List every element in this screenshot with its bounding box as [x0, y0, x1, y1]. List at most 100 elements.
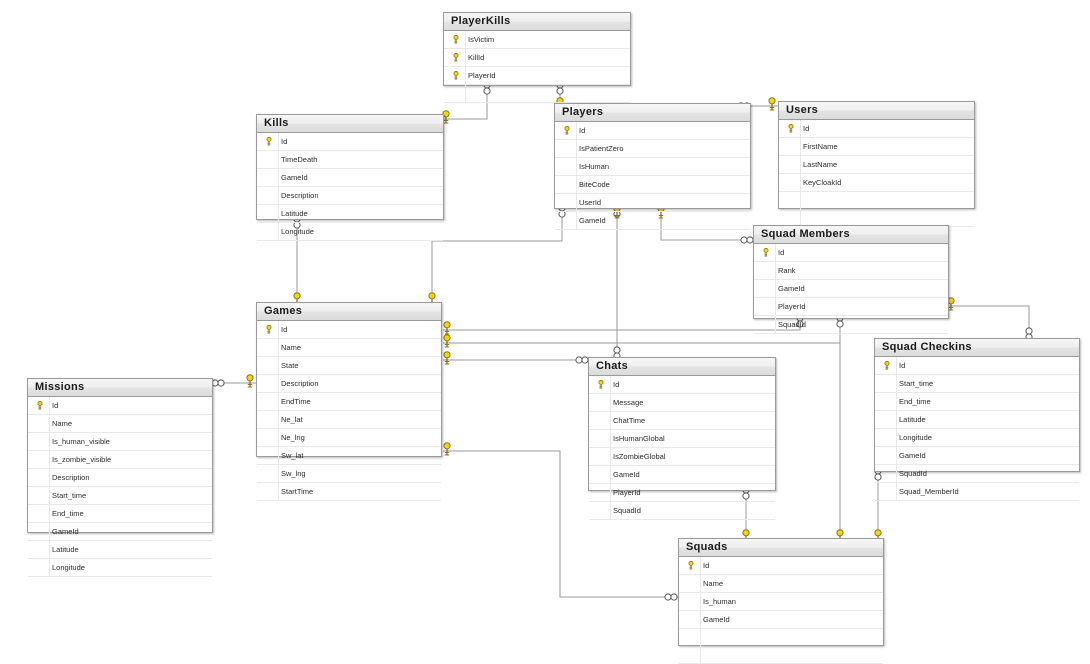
- field-row[interactable]: Name: [679, 575, 883, 593]
- field-row[interactable]: Id: [679, 557, 883, 575]
- field-row[interactable]: Longitude: [875, 429, 1079, 447]
- field-row[interactable]: IsHumanGlobal: [589, 430, 775, 448]
- field-row[interactable]: IsZombieGlobal: [589, 448, 775, 466]
- field-row[interactable]: GameId: [754, 280, 948, 298]
- field-row[interactable]: PlayerId: [754, 298, 948, 316]
- field-row[interactable]: GameId: [257, 169, 443, 187]
- field-row[interactable]: StartTime: [257, 483, 441, 501]
- field-row[interactable]: IsHuman: [555, 158, 750, 176]
- field-row[interactable]: Squad_MemberId: [875, 483, 1079, 501]
- field-row[interactable]: Description: [257, 375, 441, 393]
- field-label: Description: [281, 191, 319, 200]
- field-row[interactable]: Sw_lat: [257, 447, 441, 465]
- field-row[interactable]: State: [257, 357, 441, 375]
- field-row[interactable]: End_time: [28, 505, 212, 523]
- field-row[interactable]: Latitude: [28, 541, 212, 559]
- field-label: IsHuman: [579, 162, 610, 171]
- field-row[interactable]: LastName: [779, 156, 974, 174]
- key-gutter-divider: [278, 321, 279, 501]
- field-row[interactable]: Name: [28, 415, 212, 433]
- field-row-empty: [679, 629, 883, 646]
- field-row[interactable]: Id: [28, 397, 212, 415]
- field-row[interactable]: Latitude: [257, 205, 443, 223]
- field-label: SquadId: [613, 506, 641, 515]
- field-row[interactable]: Is_zombie_visible: [28, 451, 212, 469]
- field-label: BiteCode: [579, 180, 610, 189]
- field-row[interactable]: ChatTime: [589, 412, 775, 430]
- field-row-empty: [779, 192, 974, 209]
- field-row[interactable]: Id: [779, 120, 974, 138]
- field-row[interactable]: Description: [28, 469, 212, 487]
- field-row[interactable]: TimeDeath: [257, 151, 443, 169]
- field-label: Is_human: [703, 597, 736, 606]
- field-row[interactable]: Ne_lat: [257, 411, 441, 429]
- field-label: EndTime: [281, 397, 311, 406]
- field-label: Ne_lat: [281, 415, 303, 424]
- field-row[interactable]: Longitude: [257, 223, 443, 241]
- field-row[interactable]: GameId: [589, 466, 775, 484]
- field-row[interactable]: IsVictim: [444, 31, 630, 49]
- field-label: GameId: [579, 216, 606, 225]
- field-row[interactable]: Name: [257, 339, 441, 357]
- field-row[interactable]: Start_time: [28, 487, 212, 505]
- field-row[interactable]: Id: [257, 133, 443, 151]
- field-row[interactable]: Is_human: [679, 593, 883, 611]
- key-gutter-divider: [610, 376, 611, 520]
- field-row[interactable]: IsPatientZero: [555, 140, 750, 158]
- link-players-games: [431, 209, 563, 302]
- field-row-empty: [679, 646, 883, 664]
- field-row[interactable]: SquadId: [754, 316, 948, 334]
- field-row[interactable]: SquadId: [589, 502, 775, 520]
- field-label: Id: [899, 361, 906, 370]
- field-row[interactable]: Id: [754, 244, 948, 262]
- primary-key-icon: [266, 325, 272, 334]
- field-row[interactable]: PlayerId: [589, 484, 775, 502]
- field-row[interactable]: Longitude: [28, 559, 212, 577]
- field-row[interactable]: UserId: [555, 194, 750, 212]
- field-row[interactable]: End_time: [875, 393, 1079, 411]
- field-row[interactable]: BiteCode: [555, 176, 750, 194]
- field-row[interactable]: GameId: [28, 523, 212, 541]
- field-row[interactable]: Ne_lng: [257, 429, 441, 447]
- field-row[interactable]: Id: [589, 376, 775, 394]
- field-label: Description: [52, 473, 90, 482]
- field-row[interactable]: KillId: [444, 49, 630, 67]
- field-row[interactable]: Description: [257, 187, 443, 205]
- field-row[interactable]: Start_time: [875, 375, 1079, 393]
- field-row[interactable]: Rank: [754, 262, 948, 280]
- field-row[interactable]: GameId: [875, 447, 1079, 465]
- field-row[interactable]: FirstName: [779, 138, 974, 156]
- key-gutter-divider: [465, 31, 466, 103]
- field-row[interactable]: Latitude: [875, 411, 1079, 429]
- field-row[interactable]: GameId: [555, 212, 750, 230]
- field-row[interactable]: Id: [257, 321, 441, 339]
- field-label: Sw_lng: [281, 469, 306, 478]
- entity-title: Players: [555, 104, 750, 122]
- field-row[interactable]: KeyCloakId: [779, 174, 974, 192]
- field-row[interactable]: GameId: [679, 611, 883, 629]
- field-row[interactable]: Sw_lng: [257, 465, 441, 483]
- field-row[interactable]: Id: [555, 122, 750, 140]
- field-row[interactable]: SquadId: [875, 465, 1079, 483]
- field-row[interactable]: Message: [589, 394, 775, 412]
- field-row[interactable]: Id: [875, 357, 1079, 375]
- field-label: Latitude: [281, 209, 308, 218]
- field-label: Name: [703, 579, 724, 588]
- field-row[interactable]: PlayerId: [444, 67, 630, 85]
- field-row[interactable]: EndTime: [257, 393, 441, 411]
- field-row[interactable]: Is_human_visible: [28, 433, 212, 451]
